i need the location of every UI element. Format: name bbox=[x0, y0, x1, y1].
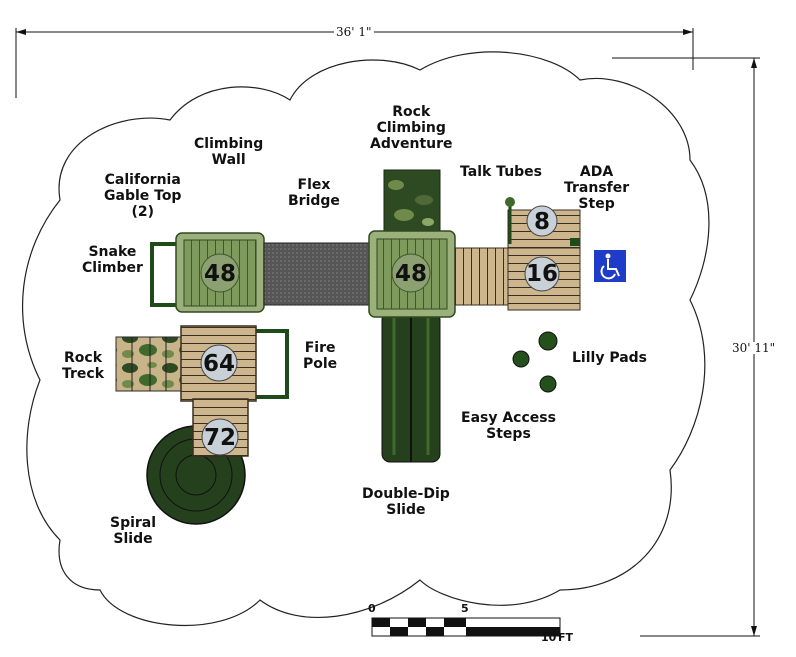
label-snake-climber: Snake Climber bbox=[82, 244, 143, 276]
easy-access-steps bbox=[454, 247, 512, 306]
deck-16-number: 16 bbox=[525, 261, 558, 287]
label-flex-bridge: Flex Bridge bbox=[288, 177, 340, 209]
depth-dimension: 30' 11" bbox=[730, 341, 778, 355]
lilly-pad bbox=[539, 375, 557, 393]
label-talk-tubes: Talk Tubes bbox=[460, 164, 543, 180]
snake-climber bbox=[150, 242, 176, 307]
scale-bar bbox=[371, 617, 561, 637]
label-spiral-slide: Spiral Slide bbox=[110, 515, 157, 547]
flex-bridge bbox=[263, 242, 373, 306]
label-ada-transfer-step: ADA Transfer Step bbox=[564, 164, 630, 212]
label-easy-access-steps: Easy Access Steps bbox=[461, 410, 556, 442]
deck-48-mid-number: 48 bbox=[394, 261, 427, 287]
fire-pole bbox=[255, 329, 289, 399]
scale-label-five: 5 bbox=[461, 602, 469, 615]
deck-72-number: 72 bbox=[203, 425, 236, 451]
scale-label-unit: FT bbox=[558, 631, 574, 644]
scale-label-ten: 10 bbox=[541, 631, 557, 644]
lilly-pad bbox=[512, 350, 530, 368]
label-lilly-pads: Lilly Pads bbox=[572, 350, 648, 366]
label-fire-pole: Fire Pole bbox=[303, 340, 338, 372]
rock-treck bbox=[115, 336, 183, 392]
label-climbing-wall: Climbing Wall bbox=[194, 136, 264, 168]
label-double-dip-slide: Double-Dip Slide bbox=[362, 486, 450, 518]
deck-64-number: 64 bbox=[202, 351, 235, 377]
lilly-pad bbox=[538, 331, 558, 351]
deck-8-number: 8 bbox=[533, 209, 550, 235]
label-california-gable-top: California Gable Top (2) bbox=[104, 172, 182, 220]
deck-48-left-number: 48 bbox=[203, 261, 236, 287]
label-rock-climbing-adventure: Rock Climbing Adventure bbox=[370, 104, 453, 152]
width-dimension: 36' 1" bbox=[334, 25, 374, 39]
scale-label-zero: 0 bbox=[368, 602, 376, 615]
label-rock-treck: Rock Treck bbox=[62, 350, 105, 382]
